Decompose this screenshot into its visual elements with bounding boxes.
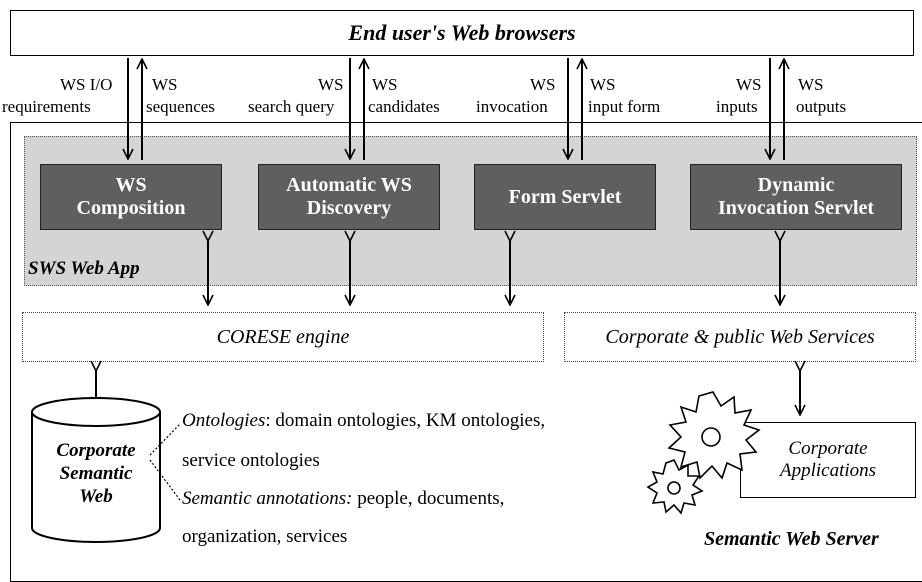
database-cylinder [31,397,161,543]
flow2-down-line1: WS [372,75,398,94]
flow4-up-line2: inputs [716,97,758,116]
semantic-annotations-line2: organization, services [182,526,348,547]
semantic-annotations-label: Semantic annotations: [182,488,353,509]
web-browsers-box: End user's Web browsers [10,10,914,56]
semantic-annotations-text: people, documents, [352,488,505,509]
applications-line1: Corporate [788,438,868,460]
corporate-semantic-web-label: Corporate Semantic Web [32,440,160,508]
double-arrows [96,240,800,414]
corese-engine-label: CORESE engine [216,325,350,348]
web-browsers-title: End user's Web browsers [348,20,576,45]
sws-web-app-label: SWS Web App [28,258,140,279]
annotation-connectors [149,423,181,501]
ontologies-line1: Ontologies: domain ontologies, KM ontolo… [182,410,545,432]
flow4-down-line1: WS [798,75,824,94]
form-servlet-line1: Form Servlet [508,185,622,208]
flow4-up-line1: WS [736,75,762,94]
flow2-up-line1: WS [318,75,344,94]
flow-arrows [128,58,784,160]
flow3-down-line2: input form [588,97,661,116]
ontologies-label: Ontologies [182,410,266,431]
flow1-down-line1: WS [152,75,178,94]
semantic-web-line1: Corporate [56,440,136,461]
ws-composition-line2: Composition [76,197,186,219]
ontologies-text: : domain ontologies, KM ontologies, [265,410,546,431]
semantic-web-line2: Semantic [59,462,133,484]
corese-engine-box: CORESE engine [22,312,544,362]
discovery-line2: Discovery [306,197,392,219]
diagram-graphics [31,58,922,543]
semantic-web-line3: Web [79,485,113,507]
flow1-down-line2: sequences [146,97,215,116]
dynamic-line1: Dynamic [757,174,835,196]
flow4-down-line2: outputs [796,97,847,116]
flow1-up-line1: WS I/O [60,75,113,94]
flow2-down-line2: candidates [368,97,440,116]
flow2-up-line2: search query [248,97,335,116]
dynamic-line2: Invocation Servlet [717,197,875,219]
discovery-line1: Automatic WS [286,174,412,196]
ws-composition-line1: WS [115,174,147,196]
web-services-box: Corporate & public Web Services [564,312,916,362]
flow3-up-line1: WS [530,75,556,94]
ontologies-line2: service ontologies [182,450,320,471]
semantic-web-server-label: Semantic Web Server [704,528,879,550]
web-services-label: Corporate & public Web Services [605,325,875,348]
flow3-down-line1: WS [590,75,616,94]
flow1-up-line2: requirements [2,97,91,116]
form-servlet-box: Form Servlet [474,164,656,230]
applications-line2: Applications [779,460,877,481]
semantic-annotations-line1: Semantic annotations: people, documents, [182,488,504,510]
gear-icons [646,391,761,515]
flow3-up-line2: invocation [476,97,548,116]
